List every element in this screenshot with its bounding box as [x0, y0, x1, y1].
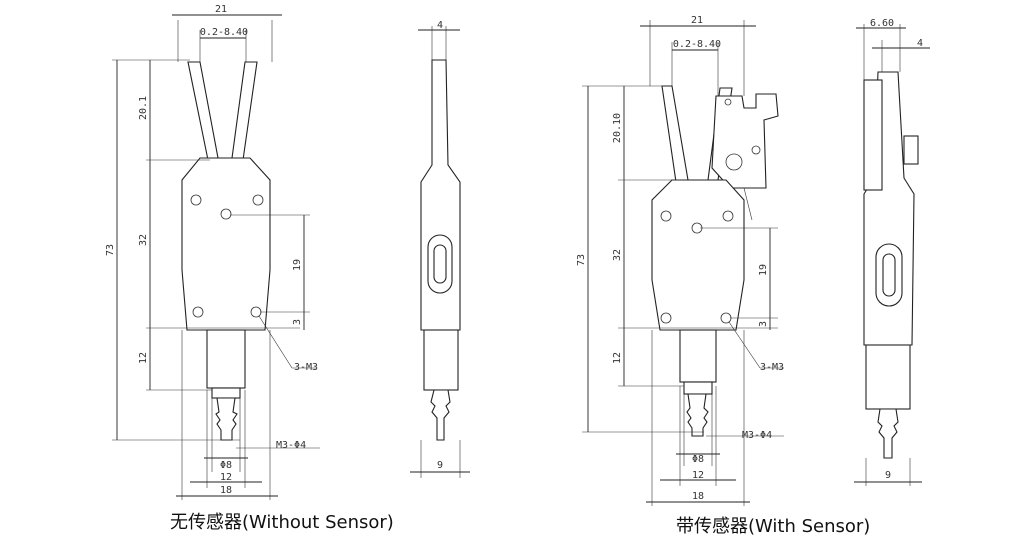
right-side-view: 6.60 4 9 — [854, 18, 930, 486]
dim-side-bottom: 9 — [437, 460, 443, 471]
left-hole — [252, 194, 264, 206]
dim-r-hole-pitch: 19 — [758, 264, 769, 276]
dim-r-w12: 12 — [692, 470, 704, 481]
dim-r-side-top-b: 4 — [917, 38, 923, 49]
dim-r-top-width: 21 — [691, 15, 703, 26]
left-side-view: 4 9 — [410, 20, 470, 478]
left-jaw-a — [187, 61, 219, 161]
dim-r-side-bottom: 9 — [885, 470, 891, 481]
right-front-view: 21 0.2-8.40 73 20.10 32 12 19 3 3-M3 M3-… — [576, 15, 870, 537]
dim-hole-pitch: 19 — [292, 259, 303, 271]
dim-stroke: 0.2-8.40 — [200, 27, 248, 38]
left-cylinder — [206, 329, 246, 389]
right-hole — [722, 210, 734, 222]
right-hole — [720, 312, 732, 324]
caption-with-sensor: 带传感器(With Sensor) — [676, 516, 870, 537]
dim-r-jaw-len: 20.10 — [612, 113, 623, 143]
dim-fitting: M3-Φ4 — [276, 440, 306, 451]
dim-r-stroke: 0.2-8.40 — [673, 39, 721, 50]
dim-top-width: 21 — [215, 4, 227, 15]
left-nut — [211, 387, 241, 399]
dim-side-top: 4 — [437, 20, 443, 31]
dim-body-h: 32 — [138, 234, 149, 246]
left-body — [181, 157, 271, 331]
dim-r-hole-offset: 3 — [758, 321, 769, 327]
dim-jaw-len: 20.1 — [138, 96, 149, 120]
left-fitting — [215, 397, 238, 441]
dim-w12: 12 — [220, 472, 232, 483]
sensor-bracket — [711, 93, 779, 189]
left-hole — [220, 208, 232, 220]
dim-r-screw: 3-M3 — [760, 362, 784, 373]
dim-r-side-top-a: 6.60 — [870, 18, 894, 29]
right-side-sensor — [863, 79, 883, 191]
left-front-view: 21 0.2-8.40 73 20.1 32 12 19 3 3-M3 M3-Φ… — [105, 4, 394, 533]
dim-screw: 3-M3 — [294, 362, 318, 373]
dim-r-fitting: M3-Φ4 — [742, 430, 772, 441]
left-jaw-b — [231, 61, 258, 161]
caption-without-sensor: 无传感器(Without Sensor) — [170, 512, 394, 533]
dim-dia8: Φ8 — [220, 460, 232, 471]
right-side-cylinder — [865, 344, 911, 410]
right-fitting — [686, 393, 709, 437]
sensor-cable — [743, 187, 753, 221]
dim-r-dia8: Φ8 — [692, 454, 704, 465]
sensor-hole — [724, 98, 732, 106]
right-hole — [660, 210, 672, 222]
dim-r-body-h: 32 — [612, 249, 623, 261]
right-cylinder — [679, 329, 717, 383]
left-hole — [190, 194, 202, 206]
dim-hole-offset: 3 — [292, 319, 303, 325]
left-side-cylinder — [423, 329, 459, 391]
left-hole — [192, 306, 204, 318]
sensor-bolt — [725, 153, 743, 171]
dim-r-lower-h: 12 — [612, 352, 623, 364]
dim-r-w18: 18 — [692, 491, 704, 502]
dim-r-total-h: 73 — [576, 254, 587, 266]
right-nut — [683, 381, 713, 395]
dim-lower-h: 12 — [138, 352, 149, 364]
right-jaw-a — [661, 85, 689, 183]
right-side-knob — [903, 135, 919, 165]
left-side-slot-inner — [433, 244, 447, 284]
left-side-fitting — [430, 389, 451, 441]
right-side-fitting — [877, 408, 899, 459]
right-body — [651, 179, 745, 331]
dim-total-h: 73 — [105, 244, 116, 256]
left-hole — [250, 306, 262, 318]
sensor-hole — [751, 145, 761, 155]
right-side-slot-inner — [882, 253, 896, 297]
dim-w18: 18 — [220, 485, 232, 496]
right-hole — [660, 312, 672, 324]
